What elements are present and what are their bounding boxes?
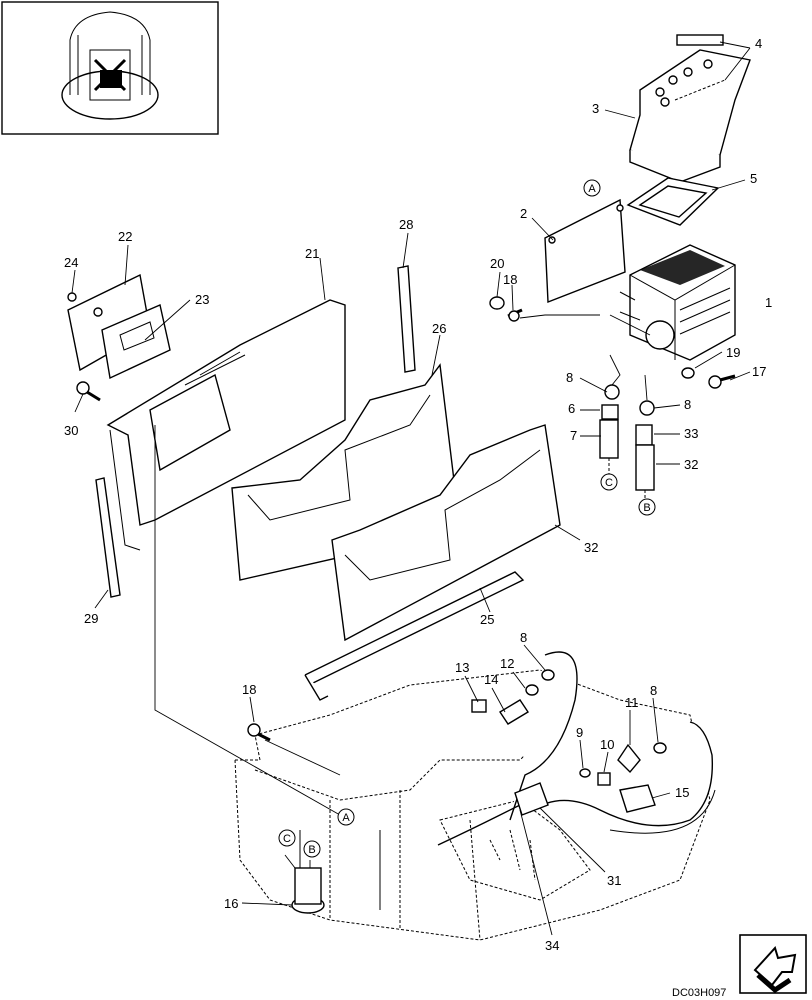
part-31-34-bracket (514, 782, 549, 816)
part-33-32-hose-b (635, 424, 655, 500)
part-25-rod (304, 571, 525, 701)
callout-26: 26 (432, 321, 446, 336)
part-5-seal-frame (626, 177, 720, 226)
part-4-gasket (676, 34, 724, 46)
part-16-valve (291, 867, 325, 914)
drawing-code: DC03H097 (672, 987, 726, 999)
callout-2: 2 (520, 206, 527, 221)
ref-a-bottom: A (342, 812, 350, 824)
part-3-duct-cover (629, 49, 751, 183)
callout-8-b: 8 (684, 397, 691, 412)
callout-8-d: 8 (650, 683, 657, 698)
callout-33: 33 (684, 426, 698, 441)
callout-32-b: 32 (684, 457, 698, 472)
part-1-heater-unit (619, 244, 736, 361)
callout-3: 3 (592, 101, 599, 116)
part-18-screw-lower (247, 723, 271, 742)
part-21-panel (106, 299, 346, 551)
part-28-seal (397, 265, 416, 373)
part-32-panel (331, 424, 561, 642)
ref-c-bottom: C (283, 833, 291, 845)
callout-leaders (71, 41, 751, 936)
callout-9: 9 (576, 725, 583, 740)
callout-17: 17 (752, 364, 766, 379)
callout-1: 1 (765, 295, 772, 310)
callout-32-a: 32 (584, 540, 598, 555)
part-23-cover (101, 304, 171, 380)
callout-labels: 1 2 3 4 5 6 7 8 8 8 8 9 10 11 12 13 14 1… (64, 36, 772, 953)
part-29-seal (95, 477, 121, 598)
callout-4: 4 (755, 36, 762, 51)
part-30-screw (76, 381, 101, 402)
callout-22: 22 (118, 229, 132, 244)
callout-15: 15 (675, 785, 689, 800)
callout-20: 20 (490, 256, 504, 271)
callout-34: 34 (545, 938, 559, 953)
callout-24: 24 (64, 255, 78, 270)
part-20-grommet (489, 296, 505, 310)
part-19-nut (681, 367, 695, 379)
part-18-screw (507, 308, 523, 322)
direction-arrow-icon (739, 934, 807, 994)
part-9-10-11-15-fittings (579, 743, 656, 813)
part-6-7-hose-c (599, 404, 619, 475)
callout-28: 28 (399, 217, 413, 232)
callout-10: 10 (600, 737, 614, 752)
part-2-bracket-plate (544, 198, 626, 304)
machine-inset (1, 1, 219, 135)
callout-11: 11 (625, 695, 639, 710)
callout-12: 12 (500, 656, 514, 671)
callout-30: 30 (64, 423, 78, 438)
callout-7: 7 (570, 428, 577, 443)
ref-b-top: B (643, 502, 650, 514)
callout-8-c: 8 (520, 630, 527, 645)
callout-6: 6 (568, 401, 575, 416)
callout-18-b: 18 (242, 682, 256, 697)
leader-lines (154, 314, 651, 869)
callout-23: 23 (195, 292, 209, 307)
callout-13: 13 (455, 660, 469, 675)
ref-b-bottom: B (308, 844, 315, 856)
callout-16: 16 (224, 896, 238, 911)
callout-21: 21 (305, 246, 319, 261)
callout-18-a: 18 (503, 272, 517, 287)
ref-a-top: A (588, 183, 596, 195)
callout-19: 19 (726, 345, 740, 360)
part-8-clamps (541, 669, 667, 754)
circle-references: A A B B C C (278, 179, 656, 858)
callout-14: 14 (484, 672, 498, 687)
heater-hoses (299, 651, 716, 910)
callout-5: 5 (750, 171, 757, 186)
part-12-13-14-fittings (471, 684, 539, 725)
part-24-clip (67, 292, 77, 302)
part-17-screw (708, 374, 736, 389)
callout-25: 25 (480, 612, 494, 627)
callout-31: 31 (607, 873, 621, 888)
callout-29: 29 (84, 611, 98, 626)
callout-8-a: 8 (566, 370, 573, 385)
ref-c-top: C (605, 477, 613, 489)
